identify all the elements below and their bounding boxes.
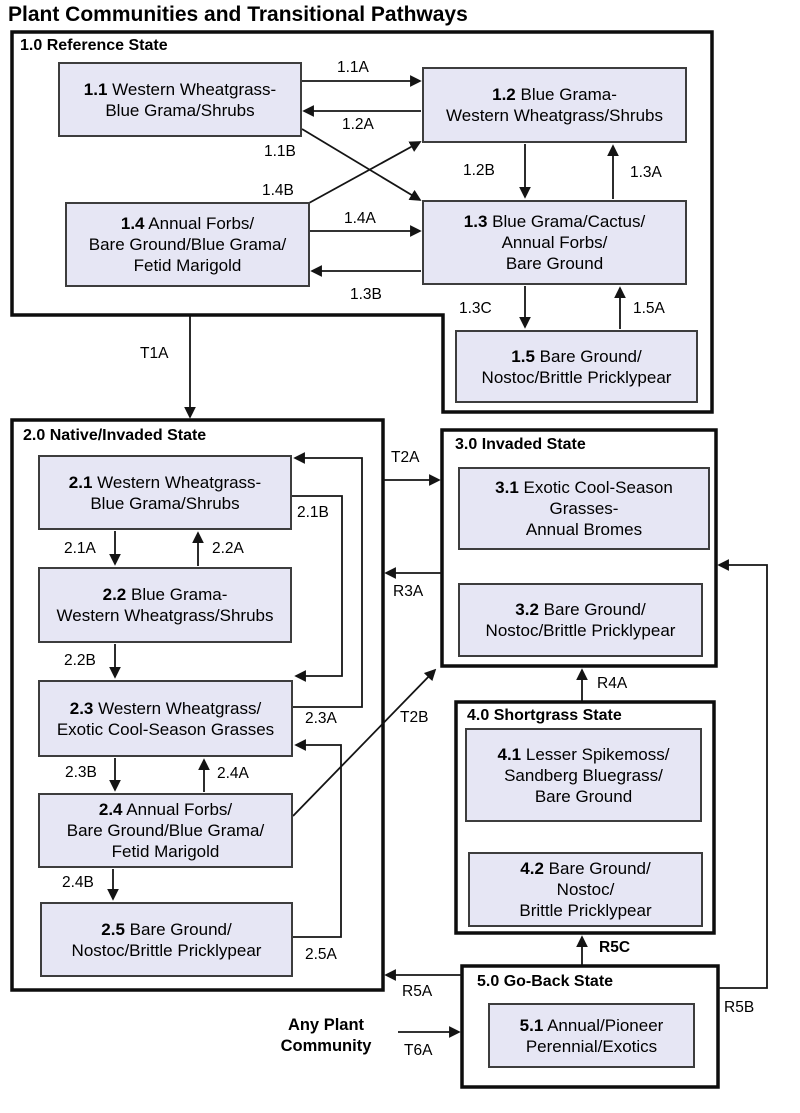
arrow-2.5A — [292, 739, 342, 938]
state-title-3.0: 3.0 Invaded State — [455, 436, 586, 453]
arrow-label-2.5A: 2.5A — [305, 946, 337, 963]
community-number-3.2: 3.2 — [515, 600, 539, 619]
community-box-1.3: 1.3 Blue Grama/Cactus/Annual Forbs/Bare … — [422, 200, 687, 285]
community-box-2.1: 2.1 Western Wheatgrass-Blue Grama/Shrubs — [38, 455, 292, 530]
community-number-2.5: 2.5 — [101, 919, 125, 939]
state-boxes-layer — [10, 30, 720, 1089]
arrow-label-R3A: R3A — [393, 583, 424, 600]
arrow-label-1.1A: 1.1A — [337, 59, 369, 76]
community-text-2.2: 2.2 Blue Grama-Western Wheatgrass/Shrubs — [56, 585, 274, 625]
arrow-label-1.5A: 1.5A — [633, 300, 665, 317]
community-box-4.1: 4.1 Lesser Spikemoss/Sandberg Bluegrass/… — [465, 728, 702, 822]
community-text-1.2: 1.2 Blue Grama-Western Wheatgrass/Shrubs — [446, 85, 663, 125]
transition-arrows-layer — [107, 75, 768, 1038]
community-box-1.2: 1.2 Blue Grama-Western Wheatgrass/Shrubs — [422, 67, 687, 143]
community-number-2.1: 2.1 — [68, 472, 93, 492]
community-number-2.4: 2.4 — [98, 800, 123, 819]
community-text-3.2: 3.2 Bare Ground/Nostoc/Brittle Pricklype… — [485, 600, 676, 640]
state-box-3.0 — [440, 428, 718, 668]
arrow-2.1B — [292, 495, 343, 682]
community-text-2.1: 2.1 Western Wheatgrass-Blue Grama/Shrubs — [68, 472, 262, 513]
community-text-1.1: 1.1 Western Wheatgrass-Blue Grama/Shrubs — [83, 79, 277, 120]
community-box-2.4: 2.4 Annual Forbs/Bare Ground/Blue Grama/… — [38, 793, 293, 868]
arrow-1.4B — [308, 141, 422, 204]
community-text-1.5: 1.5 Bare Ground/Nostoc/Brittle Pricklype… — [481, 346, 672, 387]
community-text-1.4: 1.4 Annual Forbs/Bare Ground/Blue Grama/… — [88, 214, 287, 275]
arrow-label-1.4B: 1.4B — [262, 182, 294, 199]
community-number-1.3: 1.3 — [463, 212, 488, 231]
community-box-1.1: 1.1 Western Wheatgrass-Blue Grama/Shrubs — [58, 62, 302, 137]
arrow-label-2.1A: 2.1A — [64, 540, 96, 557]
community-number-4.1: 4.1 — [497, 744, 522, 764]
state-box-5.0 — [460, 964, 720, 1089]
community-box-1.4: 1.4 Annual Forbs/Bare Ground/Blue Grama/… — [65, 202, 310, 287]
community-box-2.2: 2.2 Blue Grama-Western Wheatgrass/Shrubs — [38, 567, 292, 643]
community-text-1.3: 1.3 Blue Grama/Cactus/Annual Forbs/Bare … — [463, 212, 646, 273]
arrow-label-T2A: T2A — [391, 449, 420, 466]
community-box-2.3: 2.3 Western Wheatgrass/Exotic Cool-Seaso… — [38, 680, 293, 757]
arrow-label-2.3A: 2.3A — [305, 710, 337, 727]
community-number-3.1: 3.1 — [495, 478, 519, 497]
page-title: Plant Communities and Transitional Pathw… — [8, 3, 468, 26]
community-text-4.2: 4.2 Bare Ground/Nostoc/Brittle Pricklype… — [519, 859, 652, 920]
arrow-label-1.2B: 1.2B — [463, 162, 495, 179]
community-text-2.3: 2.3 Western Wheatgrass/Exotic Cool-Seaso… — [56, 698, 275, 739]
community-number-5.1: 5.1 — [519, 1015, 544, 1035]
arrow-label-T6A: T6A — [404, 1042, 433, 1059]
arrow-2.3A — [293, 452, 363, 708]
arrow-1.1B — [301, 128, 422, 201]
community-text-2.5: 2.5 Bare Ground/Nostoc/Brittle Pricklype… — [71, 919, 262, 960]
state-title-4.0: 4.0 Shortgrass State — [467, 707, 622, 724]
arrow-label-1.2A: 1.2A — [342, 116, 374, 133]
arrow-label-R5C: R5C — [599, 939, 631, 956]
arrow-label-2.2A: 2.2A — [212, 540, 244, 557]
arrow-label-R5B: R5B — [724, 999, 755, 1016]
arrow-label-2.3B: 2.3B — [65, 764, 97, 781]
community-box-3.2: 3.2 Bare Ground/Nostoc/Brittle Pricklype… — [458, 583, 703, 657]
arrow-label-1.3C: 1.3C — [459, 300, 492, 317]
arrow-label-R4A: R4A — [597, 675, 628, 692]
arrow-label-1.4A: 1.4A — [344, 210, 376, 227]
state-box-1.0 — [10, 30, 714, 414]
arrow-label-2.4A: 2.4A — [217, 765, 249, 782]
community-box-1.5: 1.5 Bare Ground/Nostoc/Brittle Pricklype… — [455, 330, 698, 403]
arrow-label-1.3A: 1.3A — [630, 164, 662, 181]
community-number-2.3: 2.3 — [69, 698, 94, 718]
community-number-1.5: 1.5 — [511, 346, 535, 366]
community-number-4.2: 4.2 — [520, 859, 544, 878]
arrow-label-R5A: R5A — [402, 983, 433, 1000]
community-number-1.2: 1.2 — [492, 85, 516, 104]
state-box-2.0 — [10, 418, 385, 992]
arrow-label-T2B: T2B — [400, 709, 429, 726]
community-box-2.5: 2.5 Bare Ground/Nostoc/Brittle Pricklype… — [40, 902, 293, 977]
state-box-4.0 — [454, 700, 716, 935]
state-title-2.0: 2.0 Native/Invaded State — [23, 427, 207, 444]
community-text-4.1: 4.1 Lesser Spikemoss/Sandberg Bluegrass/… — [497, 744, 670, 806]
arrow-label-2.2B: 2.2B — [64, 652, 96, 669]
arrow-label-2.1B: 2.1B — [297, 504, 329, 521]
arrow-label-1.3B: 1.3B — [350, 286, 382, 303]
arrow-label-1.1B: 1.1B — [264, 143, 296, 160]
community-number-1.4: 1.4 — [120, 214, 145, 233]
community-number-1.1: 1.1 — [83, 79, 108, 99]
community-text-2.4: 2.4 Annual Forbs/Bare Ground/Blue Grama/… — [66, 800, 265, 861]
arrow-label-T1A: T1A — [140, 345, 169, 362]
arrow-label-2.4B: 2.4B — [62, 874, 94, 891]
state-title-5.0: 5.0 Go-Back State — [477, 973, 614, 990]
arrow-T2B — [292, 668, 437, 817]
state-title-1.0: 1.0 Reference State — [20, 37, 168, 54]
arrow-R5B — [717, 559, 768, 989]
community-number-2.2: 2.2 — [102, 585, 127, 604]
community-box-4.2: 4.2 Bare Ground/Nostoc/Brittle Pricklype… — [468, 852, 703, 927]
